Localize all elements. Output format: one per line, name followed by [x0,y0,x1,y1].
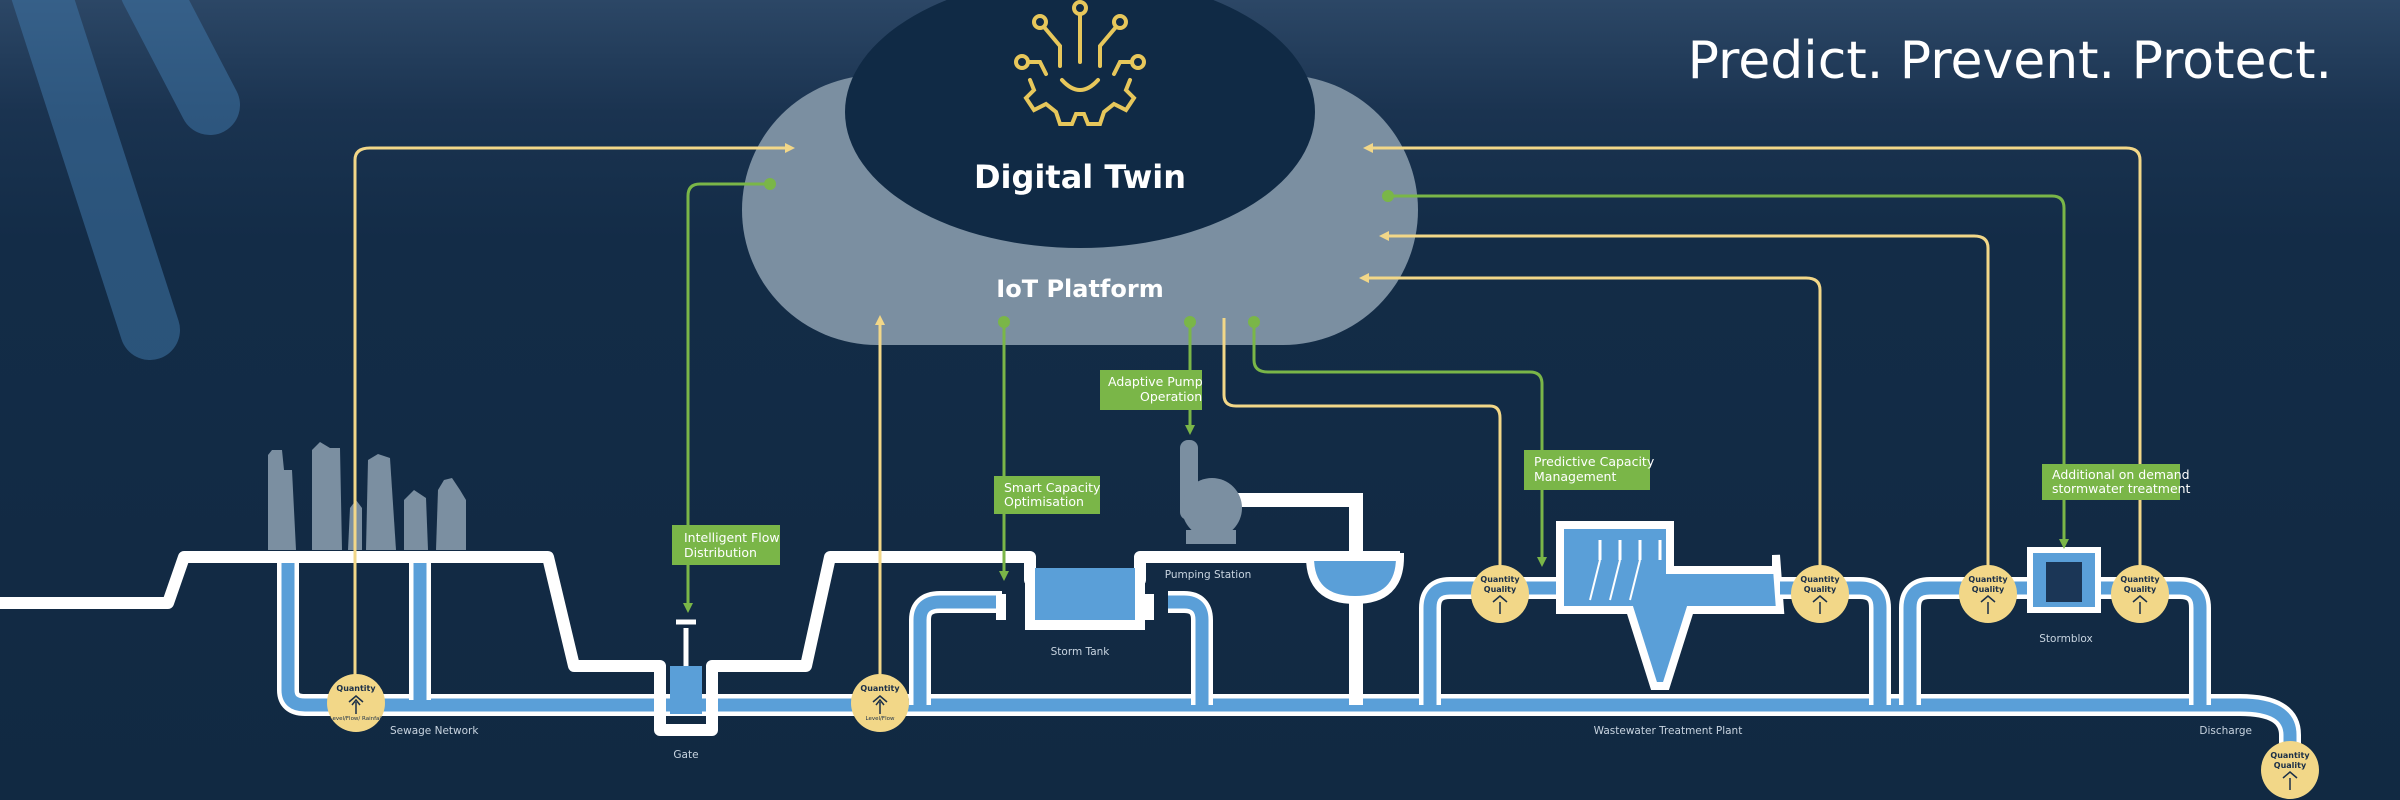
sensor-wwtp-outlet: Quantity Quality [1791,565,1849,623]
svg-text:Level/Flow/ Rainfall: Level/Flow/ Rainfall [330,716,383,722]
label-gate: Gate [673,749,698,761]
sensor-sewage: Quantity Level/Flow/ Rainfall [327,674,385,732]
svg-text:Quantity: Quantity [860,684,900,693]
sensor-gate: Quantity Level/Flow [851,674,909,732]
label-discharge: Discharge [2199,725,2252,737]
data-links-yellow [353,143,2142,685]
city-skyline-icon [268,442,466,550]
action-additional-treatment: Additional on demand stormwater treatmen… [2042,464,2191,500]
svg-text:Quantity: Quantity [1480,575,1520,584]
svg-text:Quality: Quality [1972,585,2005,594]
svg-text:Quality: Quality [1804,585,1837,594]
svg-text:Adaptive Pump: Adaptive Pump [1108,374,1203,389]
svg-text:Level/Flow: Level/Flow [866,716,895,722]
brain-gear-icon [1014,0,1146,126]
sensor-stormblox-inlet: Quantity Quality [1959,565,2017,623]
svg-text:Quality: Quality [2274,761,2307,770]
iot-platform-title: IoT Platform [996,275,1163,303]
action-predictive-capacity: Predictive Capacity Management [1524,450,1655,490]
svg-text:Quantity: Quantity [1800,575,1840,584]
stormblox-icon [2046,562,2082,602]
decorative-stripes [11,0,240,360]
svg-text:Quality: Quality [1484,585,1517,594]
label-pumping-station: Pumping Station [1165,569,1252,581]
svg-text:Quantity: Quantity [2270,751,2310,760]
label-storm-tank: Storm Tank [1051,646,1111,658]
svg-text:Quality: Quality [2124,585,2157,594]
action-adaptive-pump: Adaptive Pump Operation [1100,370,1203,410]
sensor-stormblox-outlet: Quantity Quality [2111,565,2169,623]
tagline: Predict. Prevent. Protect. [1688,31,2332,91]
svg-text:Quantity: Quantity [1968,575,2008,584]
svg-text:Additional on demand: Additional on demand [2052,467,2190,482]
svg-text:Quantity: Quantity [336,684,376,693]
action-smart-capacity: Smart Capacity Optimisation [994,476,1101,514]
label-sewage-network: Sewage Network [390,725,479,737]
svg-text:stormwater treatment: stormwater treatment [2052,481,2191,496]
svg-text:Operation: Operation [1140,389,1202,404]
svg-text:Distribution: Distribution [684,545,757,560]
svg-text:Management: Management [1534,469,1616,484]
svg-text:Intelligent Flow: Intelligent Flow [684,530,780,545]
label-stormblox: Stormblox [2039,633,2092,645]
control-links-green [683,178,2069,613]
svg-text:Quantity: Quantity [2120,575,2160,584]
digital-twin-title: Digital Twin [974,158,1186,196]
label-wwtp: Wastewater Treatment Plant [1594,725,1743,737]
sensor-discharge: Quantity Quality [2261,741,2319,799]
svg-text:Smart Capacity: Smart Capacity [1004,480,1101,495]
iot-platform-cloud [742,0,1418,345]
sensor-wwtp-inlet: Quantity Quality [1471,565,1529,623]
pump-icon [1180,440,1242,544]
svg-text:Predictive Capacity: Predictive Capacity [1534,454,1655,469]
action-intelligent-flow: Intelligent Flow Distribution [672,525,780,565]
svg-text:Optimisation: Optimisation [1004,494,1084,509]
